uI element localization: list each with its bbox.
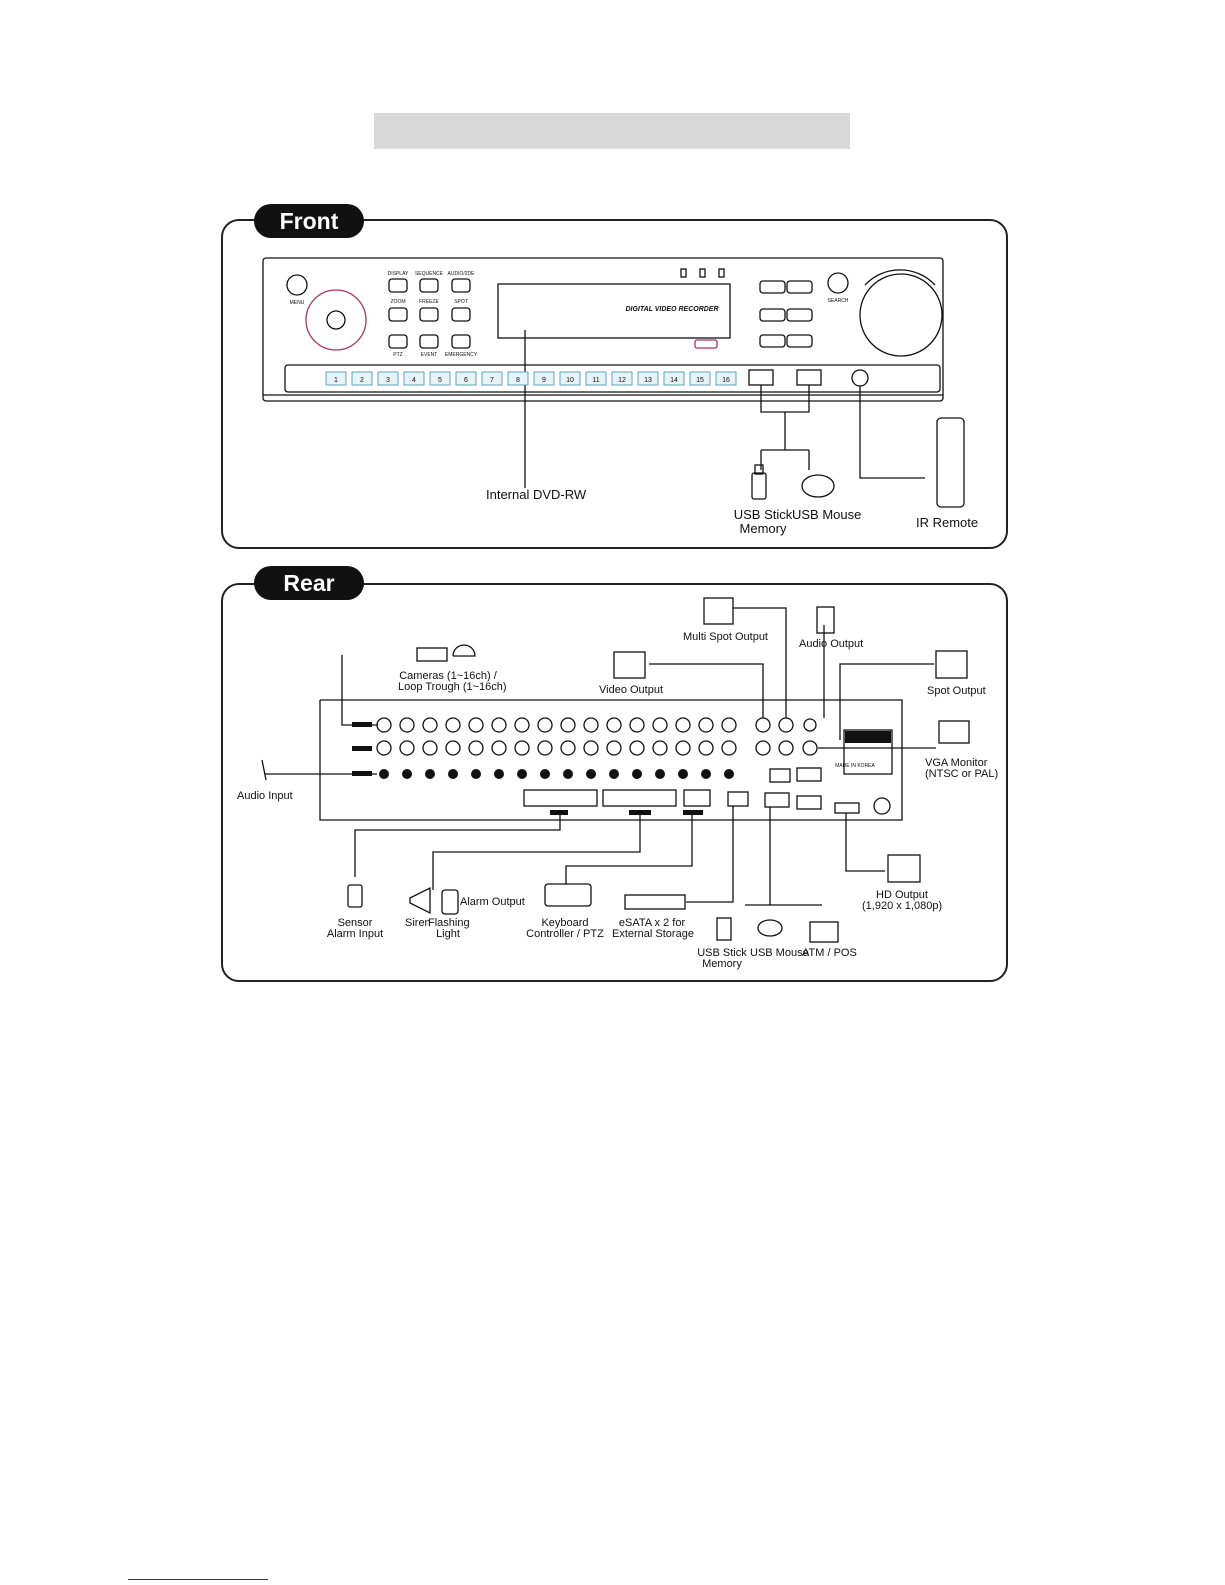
btn-label: PTZ [393,352,402,358]
ir-sensor [851,369,869,387]
cameras-label-1: Cameras (1~16ch) / [399,670,497,682]
rear-usb-mouse-label: USB Mouse [750,947,809,959]
footer-link-underline [128,1579,268,1580]
keyboard-controller-icon [544,883,592,907]
sensor-label-1: Sensor [337,917,373,929]
siren-label: Siren [405,917,431,929]
audio-output-label: Audio Output [799,638,864,650]
ch-label: 7 [490,377,494,384]
ch-label: 12 [618,377,626,384]
front-tab: Front [254,204,364,238]
sensor-label-2: Alarm Input [326,928,384,940]
search-label: SEARCH [828,298,849,304]
alarm-output-label: Alarm Output [460,896,525,908]
keyboard-label-1: Keyboard [541,917,589,929]
ch-label: 9 [542,377,546,384]
btn-label: EVENT [421,352,438,358]
btn-label: FREEZE [419,299,439,305]
atm-pos-label: ATM / POS [802,947,857,959]
rear-usb-stick-icon [716,917,732,941]
ch-label: 1 [334,377,338,384]
flashing-label-1: Flashing [428,917,470,929]
keyboard-label-2: Controller / PTZ [526,928,604,940]
btn-label: SPOT [454,299,468,305]
microphone-icon [261,759,267,781]
audio-jacks [379,769,734,779]
sensor-icon [347,884,363,908]
audio-speaker-icon [816,606,835,634]
hd-label-1: HD Output [876,889,928,901]
hd-monitor-icon [887,854,921,883]
search-button-icon [827,272,849,294]
esata-storage-icon [624,894,686,910]
btn-label: ZOOM [391,299,406,305]
flashing-label-2: Light [436,928,460,940]
usb-port-1 [748,369,774,386]
usb-stick-label-1: USB Stick [733,507,793,522]
audio-input-label: Audio Input [237,790,293,802]
bnc-row-2 [376,740,818,756]
made-in-label: MADE IN KOREA [835,763,875,769]
title-bar [374,113,850,149]
vga-label-1: VGA Monitor [925,757,988,769]
btn-label: SEQUENCE [415,271,444,277]
camera-icon [416,647,448,662]
multi-spot-monitor-icon [703,597,734,625]
usb-stick-label-2: Memory [739,521,787,536]
esata-label-1: eSATA x 2 for [618,917,686,929]
usb-mouse-icon [801,474,835,498]
ch-label: 15 [696,377,704,384]
bnc-row-1 [376,717,817,733]
ch-label: 5 [438,377,442,384]
channel-buttons [325,371,737,386]
usb-mouse-label: USB Mouse [792,507,862,522]
siren-icon [409,886,431,915]
vga-label-2: (NTSC or PAL) [925,768,999,780]
ch-label: 8 [516,377,520,384]
dvr-front-body [262,257,944,402]
dome-camera-icon [452,644,476,657]
ch-label: 13 [644,377,652,384]
usb-stick-icon [751,472,767,500]
ch-label: 10 [566,377,574,384]
flashing-light-icon [441,889,459,915]
video-output-label: Video Output [599,684,664,696]
spot-output-label: Spot Output [927,685,986,697]
btn-label: DISPLAY [388,271,409,277]
rear-usb-mouse-icon [757,919,783,937]
ch-label: 4 [412,377,416,384]
rear-panel [221,583,1008,982]
video-monitor-icon [613,651,646,679]
ch-label: 2 [360,377,364,384]
esata-label-2: External Storage [612,928,694,940]
btn-label: EMERGENCY [445,352,478,358]
rear-usb-stick-label-1: USB Stick [697,947,747,959]
rear-usb-stick-label-2: Memory [702,958,742,970]
menu-label: MENU [290,300,305,306]
cameras-label-2: Loop Trough (1~16ch) [398,681,507,693]
multi-spot-label: Multi Spot Output [683,631,768,643]
ir-remote-label: IR Remote [916,515,979,530]
jog-dial [859,273,943,357]
ch-label: 11 [592,377,599,384]
device-text: DIGITAL VIDEO RECORDER [625,306,718,313]
btn-label: AUDIO/2DE [448,271,476,277]
rear-tab: Rear [254,566,364,600]
ch-label: 16 [722,377,730,384]
vga-monitor-icon [938,720,970,744]
ch-label: 3 [386,377,390,384]
usb-port-2 [796,369,822,386]
spot-monitor-icon [935,650,968,679]
ch-label: 14 [670,377,678,384]
nav-pad-icon [305,289,367,351]
ch-label: 6 [464,377,468,384]
dvd-label: Internal DVD-RW [486,487,587,502]
dvd-drive [497,283,731,339]
dvr-rear-body [319,699,903,821]
atm-pos-icon [809,921,839,943]
hd-label-2: (1,920 x 1,080p) [862,900,943,912]
ir-remote-icon [936,417,965,508]
menu-button-icon [286,274,308,296]
